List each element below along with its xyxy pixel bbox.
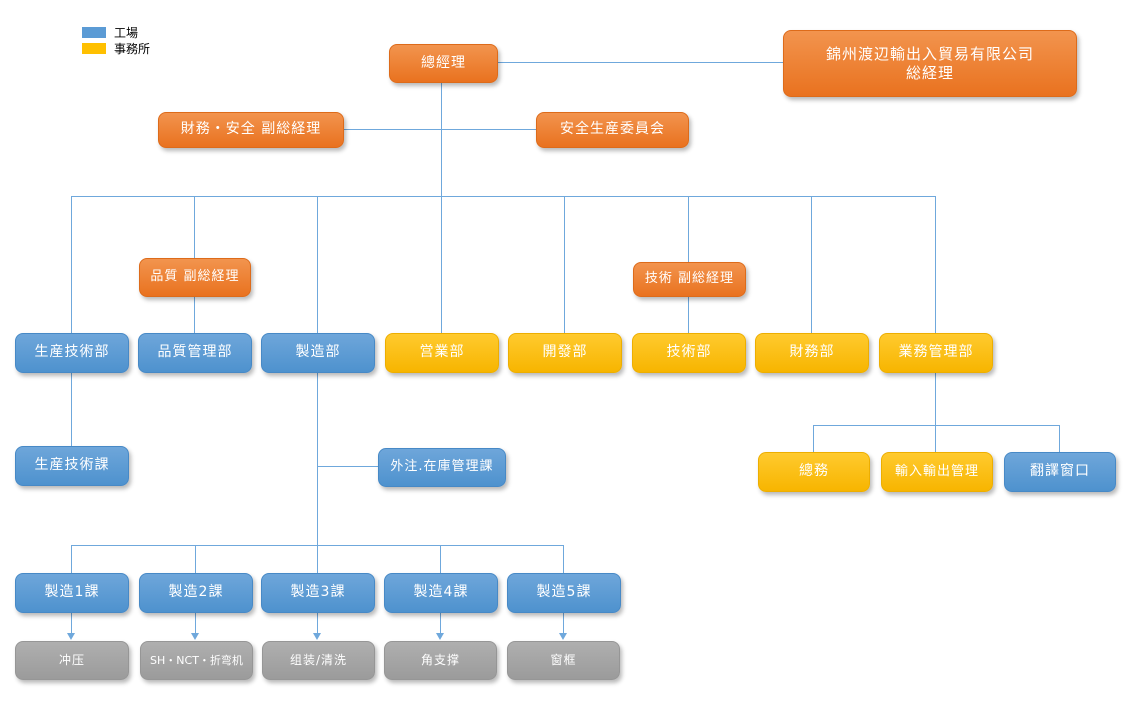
down-arrow-icon (313, 633, 321, 640)
factory-color-swatch (82, 26, 106, 38)
legend-item-office: 事務所 (82, 40, 150, 56)
connector-drop (195, 545, 196, 573)
connector-drop (71, 196, 72, 333)
node-general-manager: 總經理 (389, 44, 498, 83)
connector-drop (441, 196, 442, 333)
company-gm-title: 総経理 (905, 63, 954, 82)
node-mfg-section-5: 製造5課 (507, 573, 621, 613)
arrow-line (195, 611, 196, 634)
node-import-export: 輸入輸出管理 (881, 452, 993, 492)
connector-dept-spine (71, 196, 935, 197)
node-sales-dept: 営業部 (385, 333, 499, 373)
connector-bizadmin-spine (813, 425, 1059, 426)
office-color-swatch (82, 42, 106, 54)
connector-drop (811, 196, 812, 333)
node-general-affairs: 總務 (758, 452, 870, 492)
connector-drop (440, 545, 441, 573)
down-arrow-icon (67, 633, 75, 640)
node-finance-safety-vgm: 財務・安全 副総経理 (158, 112, 344, 148)
node-finance-dept: 財務部 (755, 333, 869, 373)
connector-drop (1059, 425, 1060, 452)
connector-drop (935, 425, 936, 452)
legend-item-factory: 工場 (82, 24, 150, 40)
company-name: 錦州渡辺輸出入貿易有限公司 (825, 44, 1034, 63)
legend: 工場 事務所 (82, 24, 150, 56)
down-arrow-icon (559, 633, 567, 640)
connector-outsourcing (317, 466, 378, 467)
legend-label-office: 事務所 (114, 41, 151, 56)
arrow-line (440, 611, 441, 634)
node-development-dept: 開發部 (508, 333, 622, 373)
arrow-line (317, 611, 318, 634)
node-production-tech-dept: 生産技術部 (15, 333, 129, 373)
node-stamping: 冲压 (15, 641, 129, 680)
down-arrow-icon (191, 633, 199, 640)
connector-drop (194, 196, 195, 258)
node-technology-dept: 技術部 (632, 333, 746, 373)
node-sh-nct-bending: SH・NCT・折弯机 (140, 641, 253, 680)
connector-drop (194, 295, 195, 333)
connector-drop (317, 545, 318, 573)
connector-bizadmin (935, 371, 936, 425)
connector-drop (935, 196, 936, 333)
node-outsourcing-inventory-section: 外注.在庫管理課 (378, 448, 506, 487)
connector-gm-company (496, 62, 783, 63)
node-safety-committee: 安全生産委員会 (536, 112, 689, 148)
node-corner-support: 角支撑 (384, 641, 497, 680)
node-company-gm: 錦州渡辺輸出入貿易有限公司 総経理 (783, 30, 1077, 97)
connector-drop (813, 425, 814, 452)
node-window-frame: 窗框 (507, 641, 620, 680)
node-translation-window: 翻譯窗口 (1004, 452, 1116, 492)
node-mfg-section-1: 製造1課 (15, 573, 129, 613)
arrow-line (563, 611, 564, 634)
node-business-admin-dept: 業務管理部 (879, 333, 993, 373)
arrow-line (71, 611, 72, 634)
connector-prodtech (71, 371, 72, 446)
node-production-tech-section: 生産技術課 (15, 446, 129, 486)
node-quality-dept: 品質管理部 (138, 333, 252, 373)
down-arrow-icon (436, 633, 444, 640)
connector-drop (71, 545, 72, 573)
legend-label-factory: 工場 (114, 25, 139, 40)
connector-drop (317, 196, 318, 333)
node-tech-vgm: 技術 副総経理 (633, 262, 746, 297)
connector-drop (688, 295, 689, 333)
connector-drop (688, 196, 689, 262)
connector-drop (564, 196, 565, 333)
connector-gm-trunk (441, 81, 442, 196)
node-mfg-section-3: 製造3課 (261, 573, 375, 613)
node-quality-vgm: 品質 副総経理 (139, 258, 251, 297)
node-mfg-section-4: 製造4課 (384, 573, 498, 613)
connector-vgm-row (342, 129, 536, 130)
connector-drop (563, 545, 564, 573)
node-assembly-cleaning: 组装/清洗 (262, 641, 375, 680)
node-manufacturing-dept: 製造部 (261, 333, 375, 373)
connector-mfg-trunk (317, 371, 318, 545)
node-mfg-section-2: 製造2課 (139, 573, 253, 613)
